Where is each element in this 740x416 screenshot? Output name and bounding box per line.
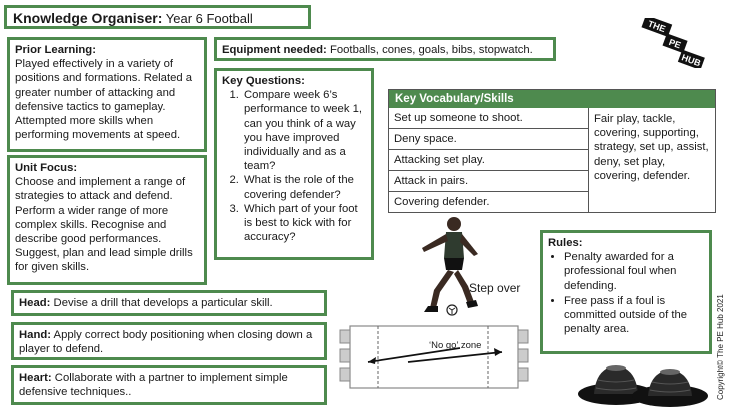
title-box: Knowledge Organiser: Year 6 Football (4, 5, 311, 29)
no-go-zone-label: ‘No go’ zone (429, 340, 482, 351)
heart-box: Heart: Collaborate with a partner to imp… (11, 365, 327, 405)
key-questions-list: Compare week 6’s performance to week 1, … (222, 88, 366, 244)
logo-text-pe: PE (668, 37, 683, 51)
key-questions-heading: Key Questions: (222, 75, 305, 87)
unit-focus-heading: Unit Focus: (15, 162, 78, 174)
rules-list: Penalty awarded for a professional foul … (548, 250, 704, 336)
vocabulary-row: Deny space. (389, 129, 589, 150)
prior-learning-text: Played effectively in a variety of posit… (15, 58, 193, 142)
rules-heading: Rules: (548, 237, 583, 249)
heart-text: Collaborate with a partner to implement … (19, 372, 288, 399)
vocabulary-row: Attacking set play. (389, 150, 589, 171)
key-question-item: What is the role of the covering defende… (242, 173, 366, 201)
title-value: Year 6 Football (165, 11, 253, 26)
equipment-text: Footballs, cones, goals, bibs, stopwatch… (329, 44, 533, 56)
pitch-diagram (336, 320, 532, 392)
key-questions-box: Key Questions: Compare week 6’s performa… (214, 68, 374, 260)
key-question-item: Compare week 6’s performance to week 1, … (242, 88, 366, 173)
prior-learning-heading: Prior Learning: (15, 44, 96, 56)
hand-text: Apply correct body positioning when clos… (19, 329, 313, 356)
heart-heading: Heart: (19, 372, 52, 384)
head-text: Devise a drill that develops a particula… (53, 297, 273, 309)
vocabulary-row: Covering defender. (389, 192, 589, 213)
unit-focus-text: Choose and implement a range of strategi… (15, 176, 193, 274)
vocabulary-row: Attack in pairs. (389, 171, 589, 192)
vocabulary-skills-column: Set up someone to shoot. Deny space. Att… (389, 108, 589, 213)
rule-item: Free pass if a foul is committed outside… (564, 294, 704, 337)
vocabulary-heading: Key Vocabulary/Skills (389, 90, 715, 108)
footballer-stepover-image (408, 214, 488, 316)
key-question-item: Which part of your foot is best to kick … (242, 202, 366, 245)
vocabulary-row: Set up someone to shoot. (389, 108, 589, 129)
rule-item: Penalty awarded for a professional foul … (564, 250, 704, 293)
vocabulary-table: Key Vocabulary/Skills Set up someone to … (388, 89, 716, 213)
prior-learning-box: Prior Learning: Played effectively in a … (7, 37, 207, 152)
vocabulary-words: Fair play, tackle, covering, supporting,… (594, 113, 709, 182)
equipment-box: Equipment needed: Footballs, cones, goal… (214, 37, 556, 61)
head-heading: Head: (19, 297, 51, 309)
logo-text-hub: HUB (680, 52, 702, 68)
unit-focus-box: Unit Focus: Choose and implement a range… (7, 155, 207, 285)
rules-box: Rules: Penalty awarded for a professiona… (540, 230, 712, 354)
hand-box: Hand: Apply correct body positioning whe… (11, 322, 327, 360)
training-cones-image (574, 358, 712, 408)
stepover-caption: Step over (469, 281, 521, 295)
head-box: Head: Devise a drill that develops a par… (11, 290, 327, 316)
copyright-text: Copyright© The PE Hub 2021 (716, 294, 725, 400)
title-label: Knowledge Organiser: (13, 10, 163, 26)
hand-heading: Hand: (19, 329, 52, 341)
pe-hub-logo: THE PE HUB (634, 15, 712, 71)
equipment-heading: Equipment needed: (222, 44, 327, 56)
